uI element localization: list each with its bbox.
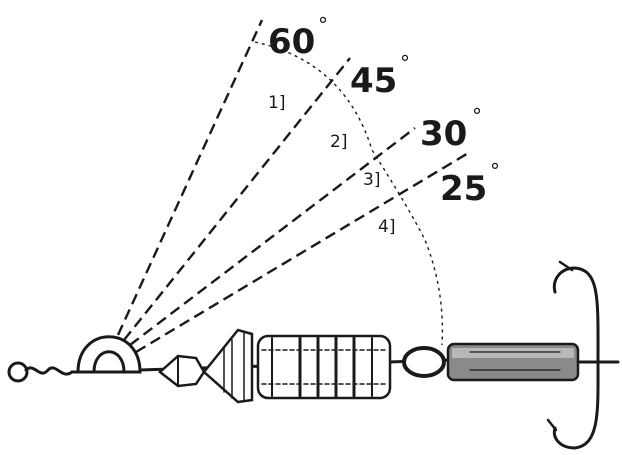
ribbed-body	[256, 334, 392, 400]
index-label-4: 4]	[378, 217, 395, 237]
degree-symbol-30: °	[472, 104, 482, 128]
angle-label-25: 25	[440, 169, 487, 209]
cone-body	[202, 328, 254, 404]
index-label-1: 1]	[268, 93, 285, 113]
angle-label-60: 60	[268, 22, 315, 62]
index-label-2: 2]	[330, 132, 347, 152]
sweep-arc	[254, 41, 444, 346]
ray-25	[135, 150, 471, 354]
snap-swivel	[7, 361, 86, 383]
degree-symbol-60: °	[318, 13, 328, 37]
connector-loop	[402, 346, 446, 378]
tube-weight	[446, 342, 580, 382]
angle-rays	[116, 19, 471, 354]
degree-symbol-45: °	[400, 51, 410, 75]
angle-label-30: 30	[420, 114, 467, 154]
ray-45	[123, 57, 351, 341]
degree-symbol-25: °	[490, 159, 500, 183]
clevis	[76, 335, 142, 374]
angle-labels: 60 ° 45 ° 30 ° 25 °	[268, 13, 500, 209]
index-labels: 1] 2] 3] 4]	[268, 93, 395, 237]
ray-30	[129, 127, 416, 346]
bead	[158, 354, 206, 388]
index-label-3: 3]	[363, 170, 380, 190]
angle-label-45: 45	[350, 61, 397, 101]
spinner-lure	[7, 260, 620, 450]
ray-60	[116, 19, 264, 336]
treble-hook	[546, 260, 620, 450]
